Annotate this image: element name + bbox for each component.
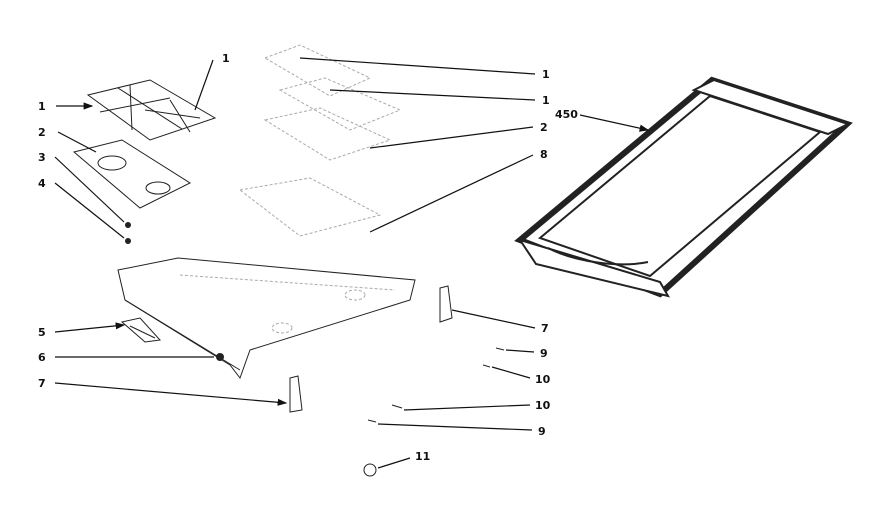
- label-2: 2: [38, 126, 46, 139]
- center-grate: [238, 44, 402, 237]
- label-5: 5: [38, 326, 46, 339]
- label-2-right: 2: [540, 121, 548, 134]
- label-9-b: 9: [538, 425, 546, 438]
- label-3: 3: [38, 151, 46, 164]
- label-1-right-a: 1: [542, 68, 550, 81]
- label-9-a: 9: [540, 347, 548, 360]
- grommet-part-11: [363, 463, 377, 477]
- left-grate: [86, 79, 217, 141]
- label-6: 6: [38, 351, 46, 364]
- label-1-top: 1: [222, 52, 230, 65]
- label-1: 1: [38, 100, 46, 113]
- label-11: 11: [415, 450, 430, 463]
- label-4: 4: [38, 177, 46, 190]
- label-7-left: 7: [38, 377, 46, 390]
- label-10-b: 10: [535, 399, 551, 412]
- assembled-frame-450: [514, 76, 853, 298]
- label-10-a: 10: [535, 373, 551, 386]
- label-7-right: 7: [541, 322, 549, 335]
- label-1-right-b: 1: [542, 94, 550, 107]
- screw-part-4: [125, 238, 131, 244]
- left-burner-plate: [72, 139, 192, 209]
- screws-9-10: [367, 347, 505, 423]
- knob-part-6: [216, 353, 224, 361]
- clip-right-part-7: [439, 285, 453, 323]
- label-8: 8: [540, 148, 548, 161]
- label-450: 450: [555, 108, 578, 121]
- bracket-part-5: [120, 317, 162, 343]
- clip-left-part-7: [289, 375, 303, 413]
- cooktop-base: [117, 257, 416, 380]
- screw-part-3: [125, 222, 131, 228]
- leader-lines: [54, 57, 650, 469]
